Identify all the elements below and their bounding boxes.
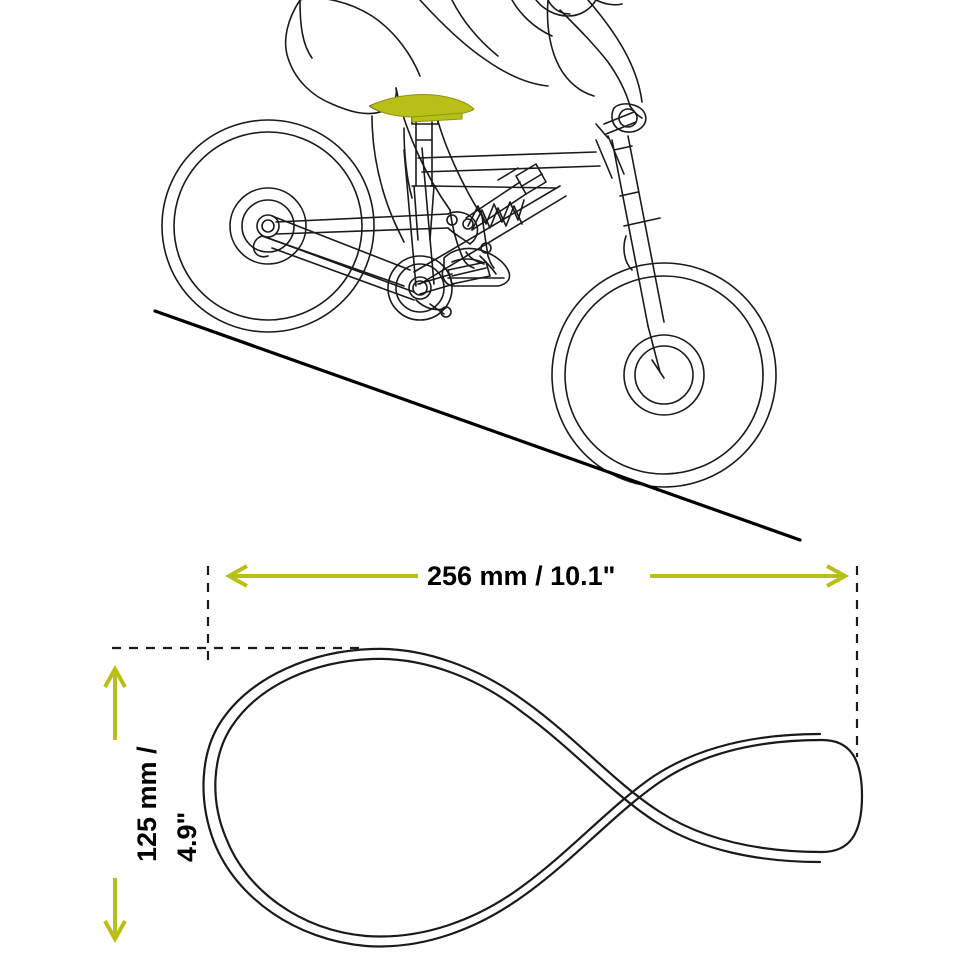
width-arrow-left-head bbox=[224, 564, 248, 588]
front-wheel bbox=[551, 262, 777, 488]
rear-shock bbox=[462, 163, 547, 231]
height-dimension-label: 125 mm / 4.9" bbox=[0, 690, 202, 930]
width-arrow-right-head bbox=[826, 564, 850, 588]
width-dimension-label: 256 mm / 10.1" bbox=[427, 561, 616, 591]
height-dimension-label-line-2: 4.9" bbox=[172, 811, 202, 862]
saddle-highlight bbox=[369, 94, 475, 123]
height-dimension-label-line-1: 125 mm / bbox=[132, 746, 162, 862]
saddle-outline bbox=[202, 647, 864, 948]
rear-wheel bbox=[161, 119, 375, 333]
slope-line bbox=[153, 309, 802, 542]
extension-lines bbox=[112, 566, 859, 757]
height-arrow-down-head bbox=[103, 920, 127, 944]
dimension-arrows bbox=[103, 564, 850, 944]
front-fork bbox=[611, 135, 665, 379]
stem-and-bar bbox=[595, 108, 638, 139]
dropper-post bbox=[411, 109, 439, 241]
bike-frame bbox=[252, 135, 625, 321]
height-arrow-up-head bbox=[103, 664, 127, 688]
